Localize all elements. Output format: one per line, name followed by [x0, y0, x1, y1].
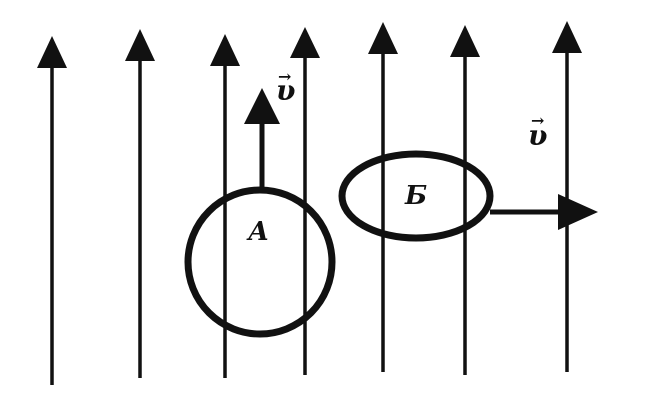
field-line-5: [368, 22, 398, 372]
field-arrow-up-icon: [125, 29, 155, 61]
field-arrow-up-icon: [450, 25, 480, 57]
field-arrow-up-icon: [368, 22, 398, 54]
loop-a-ring: [184, 186, 336, 338]
field-lines: [37, 21, 582, 385]
velocity-b-arrow-icon: [558, 194, 598, 230]
field-arrow-up-icon: [210, 34, 240, 66]
loop-a-label: А: [246, 217, 269, 247]
loop-b: Б: [338, 150, 494, 242]
velocity-b-label: υ: [528, 119, 547, 152]
field-arrow-up-icon: [552, 21, 582, 53]
loop-b-ring: [338, 150, 494, 242]
field-line-2: [125, 29, 155, 378]
loop-b-label: Б: [404, 181, 427, 211]
velocity-a-label: υ: [276, 74, 295, 107]
field-arrow-up-icon: [37, 36, 67, 68]
field-line-6: [450, 25, 480, 375]
field-line-7: [552, 21, 582, 372]
loop-a: А: [184, 186, 336, 338]
velocity-a-arrow-icon: [244, 88, 280, 124]
velocity-a-vector-mark-icon: →: [278, 67, 291, 86]
velocity-b-vector-mark-icon: →: [531, 111, 544, 130]
field-line-1: [37, 36, 67, 385]
field-arrow-up-icon: [290, 27, 320, 58]
velocity-a-vector: υ →: [244, 67, 295, 190]
velocity-b-vector: υ →: [490, 111, 598, 230]
